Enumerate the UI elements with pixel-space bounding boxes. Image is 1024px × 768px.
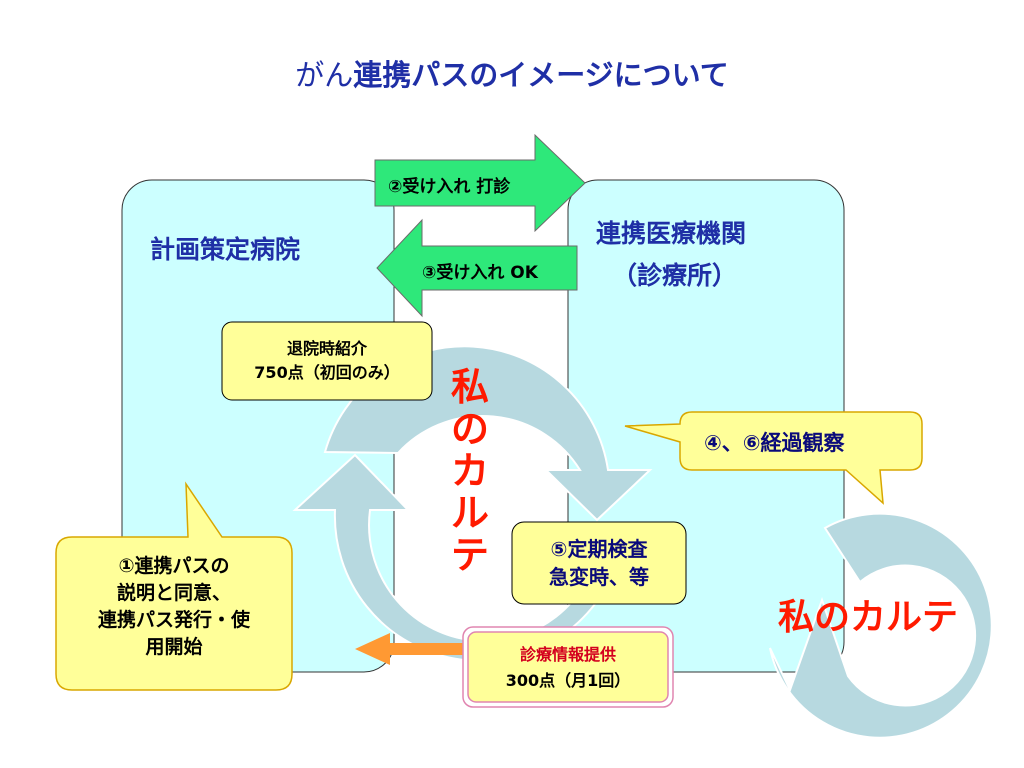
explain-callout [55, 481, 293, 691]
exam-line2: 急変時、等 [549, 565, 649, 589]
explain-line4: 用開始 [145, 636, 203, 658]
hospital-label: 計画策定病院 [150, 235, 301, 264]
info-box [467, 631, 669, 703]
info-line1: 診療情報提供 [519, 645, 616, 664]
explain-line3: 連携パス発行・使 [97, 609, 250, 631]
karte-horizontal-label: 私のカルテ [778, 597, 959, 638]
accept-arrow-label: ③受け入れ OK [422, 263, 538, 283]
karte-vertical-label: 私のカルテ [450, 365, 489, 577]
discharge-line1: 退院時紹介 [286, 339, 367, 358]
info-label: 診療情報提供 300点（月1回） [468, 642, 668, 694]
explain-label: ①連携パスの 説明と同意、 連携パス発行・使 用開始 [56, 553, 292, 661]
page-title: がん連携パスのイメージについて [0, 52, 1024, 94]
observation-label: ④、⑥経過観察 [704, 431, 845, 455]
request-arrow-label: ②受け入れ 打診 [388, 177, 511, 197]
explain-line1: ①連携パスの [118, 555, 230, 577]
info-line2: 300点（月1回） [505, 671, 631, 690]
info-arrow [355, 633, 464, 665]
observation-callout [624, 411, 923, 505]
discharge-box [221, 321, 433, 401]
discharge-label: 退院時紹介 750点（初回のみ） [222, 337, 432, 385]
clinic-sublabel: （診療所） [612, 261, 738, 290]
title-prefix: がん [295, 58, 354, 92]
exam-label: ⑤定期検査 急変時、等 [512, 535, 686, 591]
discharge-line2: 750点（初回のみ） [254, 363, 400, 382]
exam-line1: ⑤定期検査 [550, 537, 648, 561]
karte-circle-arrow [769, 512, 993, 739]
request-arrow [374, 133, 586, 233]
title-main: 連携パスのイメージについて [353, 58, 729, 92]
explain-line2: 説明と同意、 [116, 582, 231, 604]
exam-box [511, 521, 687, 605]
clinic-label: 連携医療機関 [596, 219, 747, 248]
accept-arrow [376, 218, 578, 318]
